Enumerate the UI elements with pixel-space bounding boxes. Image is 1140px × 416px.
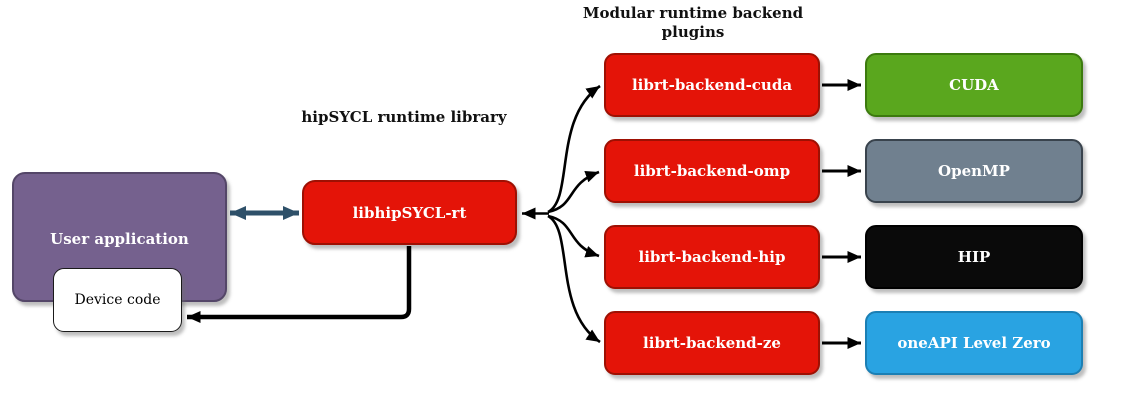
target-cuda-node: CUDA bbox=[865, 53, 1083, 117]
device-code-node: Device code bbox=[53, 268, 182, 332]
backend-omp-label: librt-backend-omp bbox=[633, 162, 791, 180]
backend-cuda-node: librt-backend-cuda bbox=[604, 53, 820, 117]
runtime-library-title: hipSYCL runtime library bbox=[301, 108, 507, 126]
runtime-to-backend-hip-arrow bbox=[547, 214, 600, 258]
backend-ze-node: librt-backend-ze bbox=[604, 311, 820, 375]
target-levelzero-node: oneAPI Level Zero bbox=[865, 311, 1083, 375]
libhipsycl-rt-label: libhipSYCL-rt bbox=[352, 203, 467, 222]
runtime-to-backend-omp-arrow bbox=[547, 170, 600, 214]
target-openmp-label: OpenMP bbox=[938, 162, 1010, 180]
plugins-title-line1: Modular runtime backend bbox=[582, 4, 804, 22]
backend-cuda-label: librt-backend-cuda bbox=[631, 76, 793, 94]
target-hip-label: HIP bbox=[957, 248, 991, 266]
backend-ze-label: librt-backend-ze bbox=[643, 334, 781, 352]
runtime-to-backend-ze-arrow bbox=[547, 214, 601, 344]
plugins-title-line2: plugins bbox=[661, 23, 725, 41]
runtime-to-backend-cuda-arrow bbox=[547, 84, 601, 214]
device-code-label: Device code bbox=[74, 292, 161, 308]
plugins-title: Modular runtime backend plugins bbox=[553, 4, 833, 42]
user-application-label: User application bbox=[50, 230, 189, 248]
target-levelzero-label: oneAPI Level Zero bbox=[897, 334, 1051, 352]
target-hip-node: HIP bbox=[865, 225, 1083, 289]
backend-hip-label: librt-backend-hip bbox=[638, 248, 786, 266]
target-cuda-label: CUDA bbox=[949, 76, 999, 94]
backend-omp-node: librt-backend-omp bbox=[604, 139, 820, 203]
target-openmp-node: OpenMP bbox=[865, 139, 1083, 203]
libhipsycl-rt-node: libhipSYCL-rt bbox=[302, 180, 517, 245]
backend-hip-node: librt-backend-hip bbox=[604, 225, 820, 289]
